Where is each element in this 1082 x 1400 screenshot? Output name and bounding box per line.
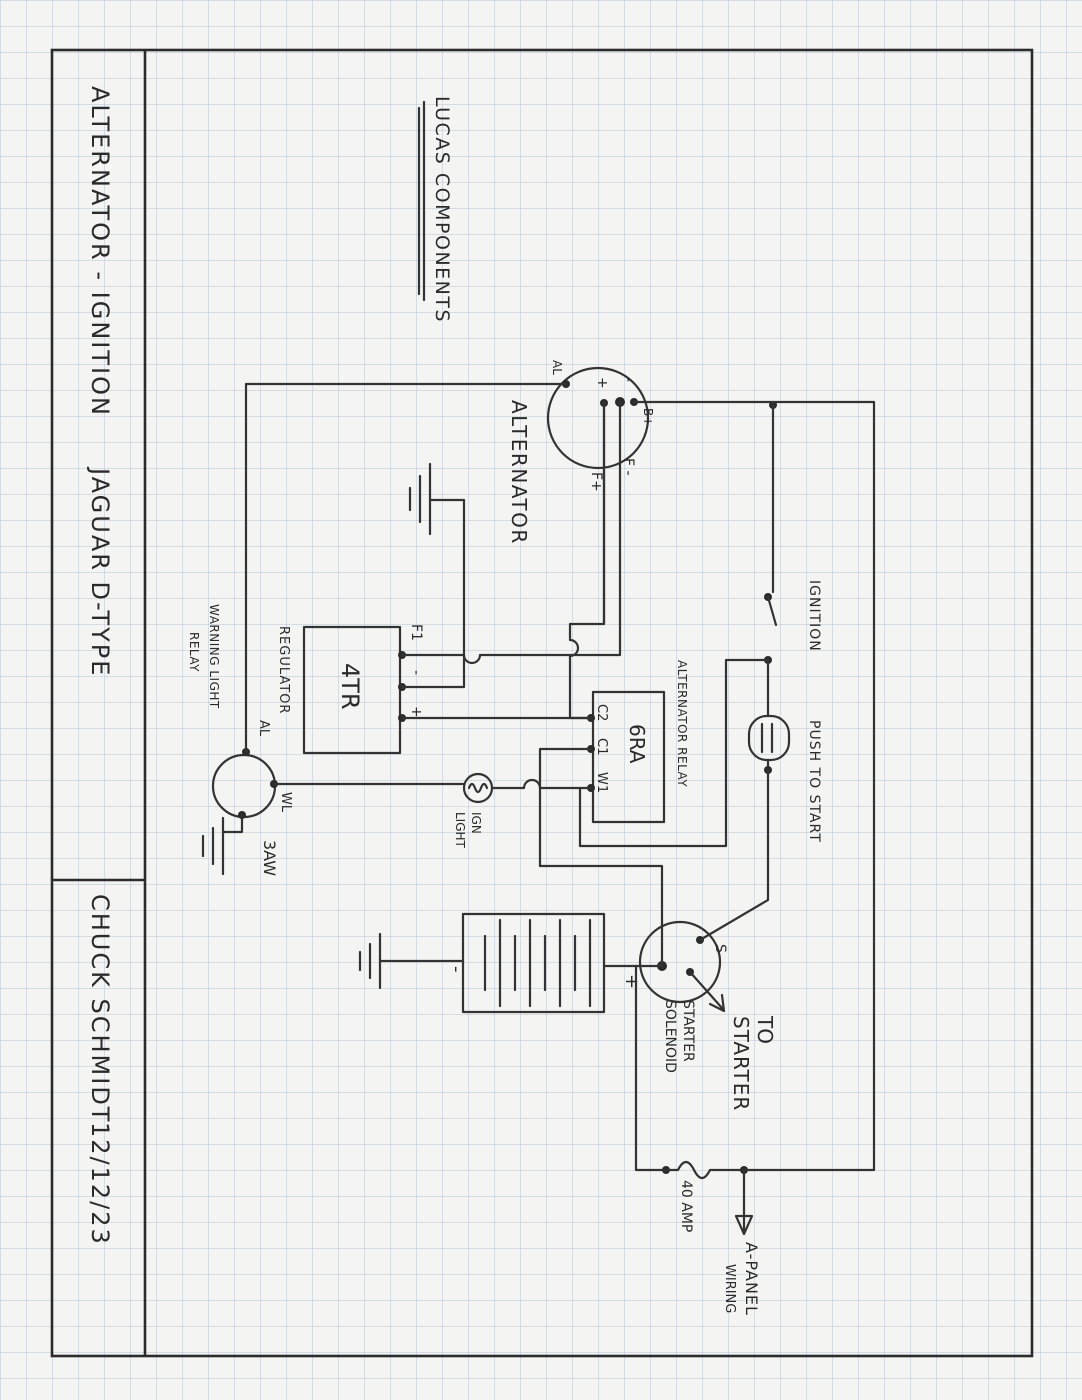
alternator-relay-6ra	[591, 690, 666, 824]
ground-symbol-warning-relay	[201, 813, 244, 876]
a-panel-arrow	[734, 1168, 754, 1236]
alternator-terminal-fplus: F+	[588, 472, 604, 492]
starter-solenoid-label-2: SOLENOID	[662, 1000, 678, 1073]
regulator-terminal-minus: -	[408, 670, 424, 675]
a-panel-label-2: WIRING	[722, 1264, 737, 1313]
warning-relay-label-2: RELAY	[187, 632, 201, 672]
relay-6ra-model: 6RA	[625, 724, 649, 764]
fuse-label: 40 AMP	[678, 1180, 694, 1232]
relay-6ra-terminal-c2: C2	[594, 704, 609, 721]
ignition-switch-label: IGNITION	[806, 580, 822, 652]
regulator-terminal-f1: F1	[408, 624, 424, 641]
starter-solenoid-label-1: STARTER	[680, 1000, 696, 1062]
push-to-start-button	[747, 658, 791, 774]
drawing-frame	[50, 48, 1034, 1358]
push-to-start-label: PUSH TO START	[806, 720, 822, 843]
regulator-terminal-plus: +	[408, 706, 424, 718]
warning-relay-model: 3AW	[260, 840, 279, 876]
wires	[244, 382, 876, 1172]
regulator-model: 4TR	[336, 663, 364, 710]
alternator-terminal-bplus: B+	[641, 408, 655, 426]
alternator-terminal-fminus: F -	[620, 458, 636, 476]
alternator-terminal-al: AL	[550, 360, 564, 375]
warning-relay-terminal-wl: WL	[278, 792, 293, 813]
relay-6ra-terminal-c1: C1	[594, 738, 609, 755]
ground-symbol-regulator	[408, 462, 466, 641]
relay-6ra-terminal-w1: W1	[594, 772, 609, 793]
a-panel-label-1: A-PANEL	[742, 1242, 761, 1316]
author-name: CHUCK SCHMIDT	[86, 894, 114, 1123]
car-model: JAGUAR D-TYPE	[86, 466, 114, 677]
alternator-terminal-minus: -	[620, 377, 636, 382]
drawing-date: 12/12/23	[86, 1122, 114, 1246]
warning-relay-label-1: WARNING LIGHT	[207, 604, 221, 709]
battery-terminal-plus: +	[621, 974, 642, 989]
relay-6ra-label: ALTERNATOR RELAY	[675, 660, 689, 787]
ign-light-label-1: IGN	[469, 812, 483, 834]
diagram-title: ALTERNATOR - IGNITION	[86, 86, 114, 417]
ground-symbol-battery	[358, 932, 465, 990]
regulator-label: REGULATOR	[276, 626, 291, 714]
battery-terminal-minus: -	[446, 966, 467, 973]
ign-light-label-2: LIGHT	[453, 812, 467, 849]
alternator-label: ALTERNATOR	[507, 400, 531, 545]
warning-light-relay	[211, 748, 278, 819]
starter-solenoid-terminal-s: S	[712, 944, 728, 953]
to-starter-arrow	[688, 970, 726, 1013]
battery	[461, 912, 606, 1014]
warning-relay-terminal-al: AL	[256, 720, 271, 737]
to-starter-label-2: STARTER	[729, 1016, 753, 1111]
lucas-components-heading: LUCAS COMPONENTS	[431, 96, 453, 323]
alternator-terminal-plus: +	[594, 377, 610, 389]
to-starter-label-1: TO	[753, 1015, 777, 1044]
